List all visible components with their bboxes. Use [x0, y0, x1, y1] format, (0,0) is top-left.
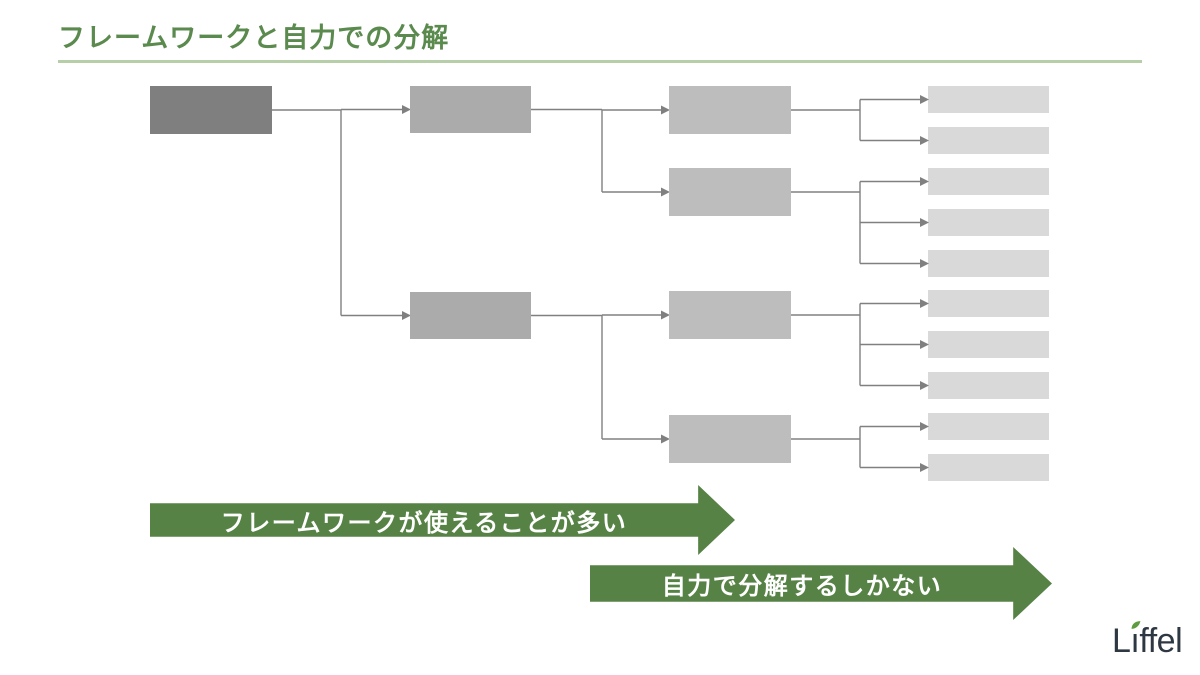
logo-letter-i-stem: ı — [1130, 622, 1140, 660]
page-title: フレームワークと自力での分解 — [58, 23, 450, 53]
tree-box-level3 — [669, 86, 791, 134]
tree-box-level3 — [669, 415, 791, 463]
tree-box-level2 — [410, 86, 531, 133]
tree-leaf-bar-level4 — [928, 454, 1049, 481]
tree-leaf-bar-level4 — [928, 127, 1049, 154]
connector-arrowhead-icon — [920, 177, 929, 186]
logo-letters-ffel: ffel — [1139, 622, 1183, 660]
title-underline — [58, 60, 1142, 63]
tree-leaf-bar-level4 — [928, 372, 1049, 399]
connector-arrowhead-icon — [920, 422, 929, 431]
framework-range-label: フレームワークが使えることが多い — [220, 509, 628, 537]
connector-arrowhead-icon — [402, 311, 411, 320]
connector-arrowhead-icon — [402, 105, 411, 114]
logo-letter-l: L — [1112, 622, 1131, 660]
leaf-icon — [1131, 621, 1141, 629]
connector-arrowhead-icon — [920, 218, 929, 227]
connector-arrowhead-icon — [920, 340, 929, 349]
tree-box-level2 — [410, 292, 531, 339]
tree-leaf-bar-level4 — [928, 413, 1049, 440]
connector-arrowhead-icon — [661, 187, 670, 197]
connector-arrowhead-icon — [661, 310, 670, 320]
connector-arrowhead-icon — [661, 434, 670, 444]
connector-arrowhead-icon — [920, 463, 929, 472]
logo-letter-i: ı — [1130, 621, 1141, 661]
connector-arrowhead-icon — [920, 381, 929, 390]
connector-arrowhead-icon — [920, 299, 929, 308]
self-decompose-range-label: 自力で分解するしかない — [661, 573, 943, 600]
tree-box-level1-root — [150, 86, 272, 134]
tree-leaf-bar-level4 — [928, 209, 1049, 236]
tree-leaf-bar-level4 — [928, 290, 1049, 317]
connector-arrowhead-icon — [920, 259, 929, 268]
tree-leaf-bar-level4 — [928, 250, 1049, 277]
connector-arrowhead-icon — [920, 95, 929, 104]
tree-leaf-bar-level4 — [928, 86, 1049, 113]
tree-leaf-bar-level4 — [928, 331, 1049, 358]
tree-box-level3 — [669, 168, 791, 216]
tree-leaf-bar-level4 — [928, 168, 1049, 195]
connector-arrowhead-icon — [661, 105, 670, 115]
tree-box-level3 — [669, 291, 791, 339]
connector-arrowhead-icon — [920, 136, 929, 145]
